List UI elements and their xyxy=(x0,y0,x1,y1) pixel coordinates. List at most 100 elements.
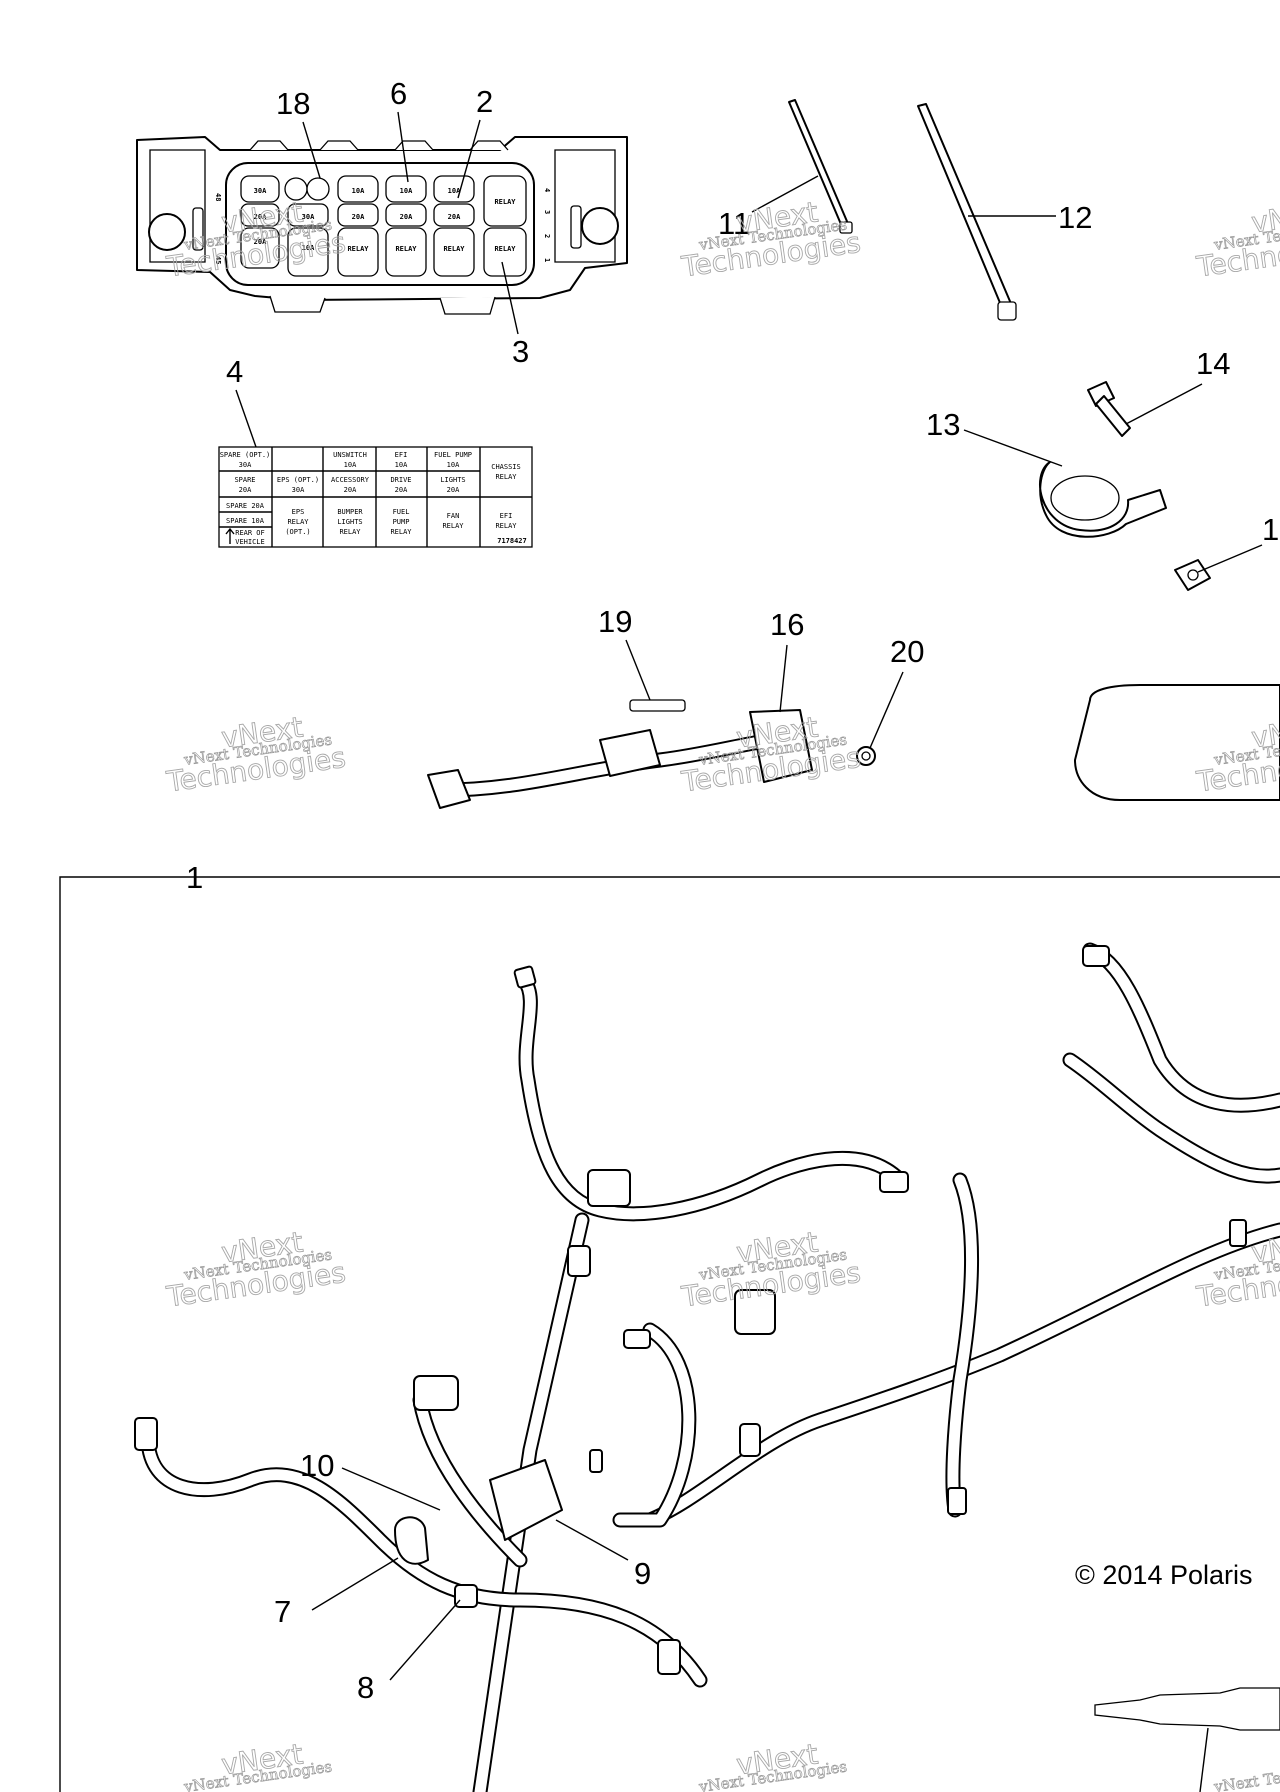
callout-2: 2 xyxy=(476,84,493,119)
mounting-hole-right xyxy=(581,207,619,245)
fuse-box-side-label-3: 3 xyxy=(543,210,551,214)
fuse-r2-4: 20A xyxy=(400,213,413,221)
label-part-number: 7178427 xyxy=(497,537,527,545)
callout-1: 1 xyxy=(186,860,203,895)
watermark-text: vNext Technologies xyxy=(1212,1757,1280,1792)
label-lights: LIGHTS xyxy=(440,476,465,484)
label-efi-amp: 10A xyxy=(395,461,408,469)
callout-6: 6 xyxy=(390,76,407,111)
watermark-text: vNext xyxy=(1249,195,1280,239)
relay-r3-3: RELAY xyxy=(443,245,465,253)
copyright-notice: © 2014 Polaris xyxy=(1075,1560,1253,1590)
hose-clamp xyxy=(1039,461,1167,538)
partial-component-box xyxy=(1074,684,1280,801)
label-lights-amp: 20A xyxy=(447,486,460,494)
fuse-r1-5: 10A xyxy=(448,187,461,195)
label-eps-opt-amp: 30A xyxy=(292,486,305,494)
bolt xyxy=(629,699,686,712)
label-spare-opt: SPARE (OPT.) xyxy=(220,451,271,459)
label-fan-relay: RELAY xyxy=(442,522,464,530)
speed-nut-clip xyxy=(1174,559,1211,591)
push-rivet xyxy=(1087,381,1131,437)
callout-8: 8 xyxy=(357,1670,374,1705)
fuse-r2-2: 30A xyxy=(302,213,315,221)
callout-11: 11 xyxy=(718,206,750,241)
label-vehicle: VEHICLE xyxy=(235,538,265,546)
label-efi2: EFI xyxy=(500,512,513,520)
cable-tie-small xyxy=(788,99,853,234)
label-accessory-amp: 20A xyxy=(344,486,357,494)
fuse-box-side-label-2: 2 xyxy=(543,234,551,238)
arrow-up-icon xyxy=(225,527,235,544)
fuse-r1-4: 10A xyxy=(400,187,413,195)
main-harness-frame xyxy=(59,876,1280,1792)
label-eps-opt2: (OPT.) xyxy=(285,528,310,536)
fuse-r2-3: 20A xyxy=(352,213,365,221)
partial-inline-connector xyxy=(1094,1687,1280,1792)
fuse-r1-3: 10A xyxy=(352,187,365,195)
harness-connectors xyxy=(134,945,1247,1675)
relay-block xyxy=(749,709,813,783)
label-rear-of: REAR OF xyxy=(235,529,265,537)
label-fuel: FUEL xyxy=(393,508,410,516)
callout-18: 18 xyxy=(276,86,310,121)
fuse-r2-1: 20A xyxy=(254,213,267,221)
callout-14: 14 xyxy=(1196,346,1230,381)
label-bumper-lights: LIGHTS xyxy=(337,518,362,526)
label-eps-opt: EPS (OPT.) xyxy=(277,476,319,484)
relay-r1: RELAY xyxy=(494,198,516,206)
label-accessory: ACCESSORY xyxy=(331,476,370,484)
callout-12: 12 xyxy=(1058,200,1092,235)
label-fuel-pump: PUMP xyxy=(393,518,410,526)
fuse-r2-5: 20A xyxy=(448,213,461,221)
callout-19: 19 xyxy=(598,604,632,639)
cable-tie-large xyxy=(917,103,1017,321)
fuse-box-in-harness xyxy=(489,1459,563,1541)
fuse-r1-1: 30A xyxy=(254,187,267,195)
label-efi: EFI xyxy=(395,451,408,459)
callout-15: 1 xyxy=(1262,512,1279,547)
label-eps-relay: RELAY xyxy=(287,518,309,526)
callout-16: 16 xyxy=(770,607,804,642)
label-chassis-relay: RELAY xyxy=(495,473,517,481)
fuse-box-side-label-4: 4 xyxy=(543,188,551,192)
connector-bundle-top xyxy=(587,1169,631,1207)
label-bumper: BUMPER xyxy=(337,508,363,516)
label-spare-10a: SPARE 10A xyxy=(226,517,265,525)
label-chassis: CHASSIS xyxy=(491,463,521,471)
label-fuel-pump-amp: 10A xyxy=(447,461,460,469)
fuse-box-side-label-45: 45 xyxy=(214,256,222,264)
label-drive-amp: 20A xyxy=(395,486,408,494)
callout-4: 4 xyxy=(226,354,243,389)
watermark-group: vNext Technologies vNext Technologies vN… xyxy=(163,195,1280,1792)
label-fuel-pump-relay: RELAY xyxy=(390,528,412,536)
label-spare: SPARE xyxy=(234,476,255,484)
label-spare-amp: 20A xyxy=(239,486,252,494)
fuse-r3-1: 20A xyxy=(254,238,267,246)
label-drive: DRIVE xyxy=(390,476,411,484)
relay-r3-2: RELAY xyxy=(395,245,417,253)
label-eps: EPS xyxy=(292,508,305,516)
label-spare-20a: SPARE 20A xyxy=(226,502,265,510)
fuse-r3-2: 10A xyxy=(302,244,315,252)
fuse-box-side-label-48: 48 xyxy=(214,193,222,201)
label-bumper-relay: RELAY xyxy=(339,528,361,536)
callout-9: 9 xyxy=(634,1556,651,1591)
relay-r3-4: RELAY xyxy=(494,245,516,253)
fuse-box-side-label-1: 1 xyxy=(543,258,551,262)
callout-3: 3 xyxy=(512,334,529,369)
fuse-box: 30A 10A 10A 10A RELAY 20A 30A 20A 20A 20… xyxy=(136,136,628,315)
callout-20: 20 xyxy=(890,634,924,669)
label-spare-opt-amp: 30A xyxy=(239,461,252,469)
main-wire-harness xyxy=(140,942,1280,1792)
label-efi-relay: RELAY xyxy=(495,522,517,530)
label-fuel-pump-fuse: FUEL PUMP xyxy=(434,451,472,459)
fuse-label-decal: SPARE (OPT.) 30A SPARE 20A SPARE 20A SPA… xyxy=(218,446,533,548)
connector-left xyxy=(427,769,471,809)
callout-10: 10 xyxy=(300,1448,334,1483)
callout-13: 13 xyxy=(926,407,960,442)
label-unswitch-amp: 10A xyxy=(344,461,357,469)
sub-harness xyxy=(427,699,813,809)
connector-middle xyxy=(599,729,661,777)
